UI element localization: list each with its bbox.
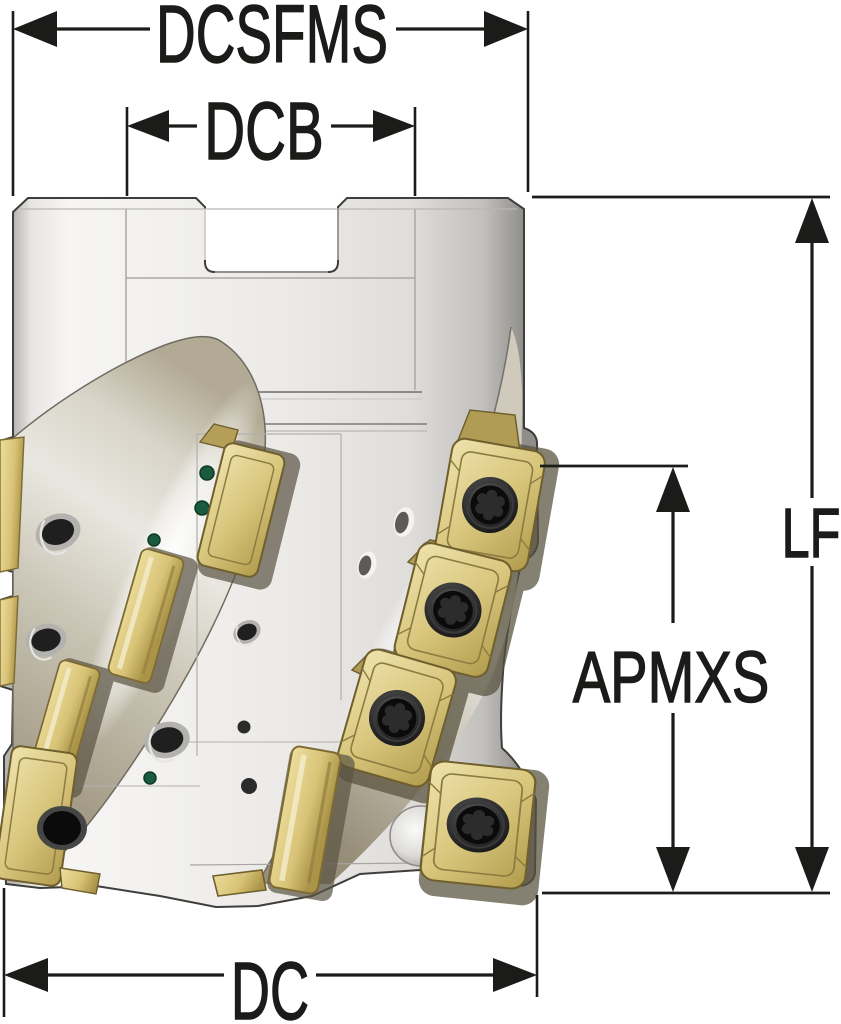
insert-l1 <box>196 442 286 578</box>
insert-sliver <box>0 595 19 687</box>
coolant-dots <box>143 465 215 785</box>
arrow-down-icon <box>656 847 690 892</box>
dcsfms-label: DCSFMS <box>156 0 388 80</box>
arrow-right-icon <box>373 110 415 142</box>
dc-label: DC <box>231 945 309 1024</box>
arrow-up-icon <box>795 198 829 243</box>
arrow-right-icon <box>484 11 528 47</box>
dimension-annotations <box>2 11 830 1017</box>
arrow-left-icon <box>13 11 57 47</box>
dimension-dcb <box>125 107 417 196</box>
arrow-left-icon <box>127 110 169 142</box>
bottom-inserts <box>59 745 355 902</box>
milling-cutter-illustration <box>0 197 560 909</box>
corner-screw <box>37 806 87 850</box>
insert-wiper <box>212 869 267 897</box>
center-land-seams <box>26 433 431 866</box>
arrow-down-icon <box>795 847 829 892</box>
dimension-lf <box>532 195 830 895</box>
lf-label: LF <box>782 494 841 572</box>
arrow-right-icon <box>493 958 537 992</box>
dimension-dc <box>2 888 539 1017</box>
arrow-up-icon <box>656 467 690 512</box>
apmxs-label: APMXS <box>573 637 770 717</box>
dimension-apmxs <box>540 464 690 892</box>
dcb-label: DCB <box>204 85 323 177</box>
right-insert-column <box>332 409 560 906</box>
insert-sliver <box>0 436 25 573</box>
insert-wiper <box>59 867 101 895</box>
left-insert-column <box>0 423 301 887</box>
arrow-left-icon <box>4 958 48 992</box>
dimension-dcsfms <box>11 11 530 196</box>
